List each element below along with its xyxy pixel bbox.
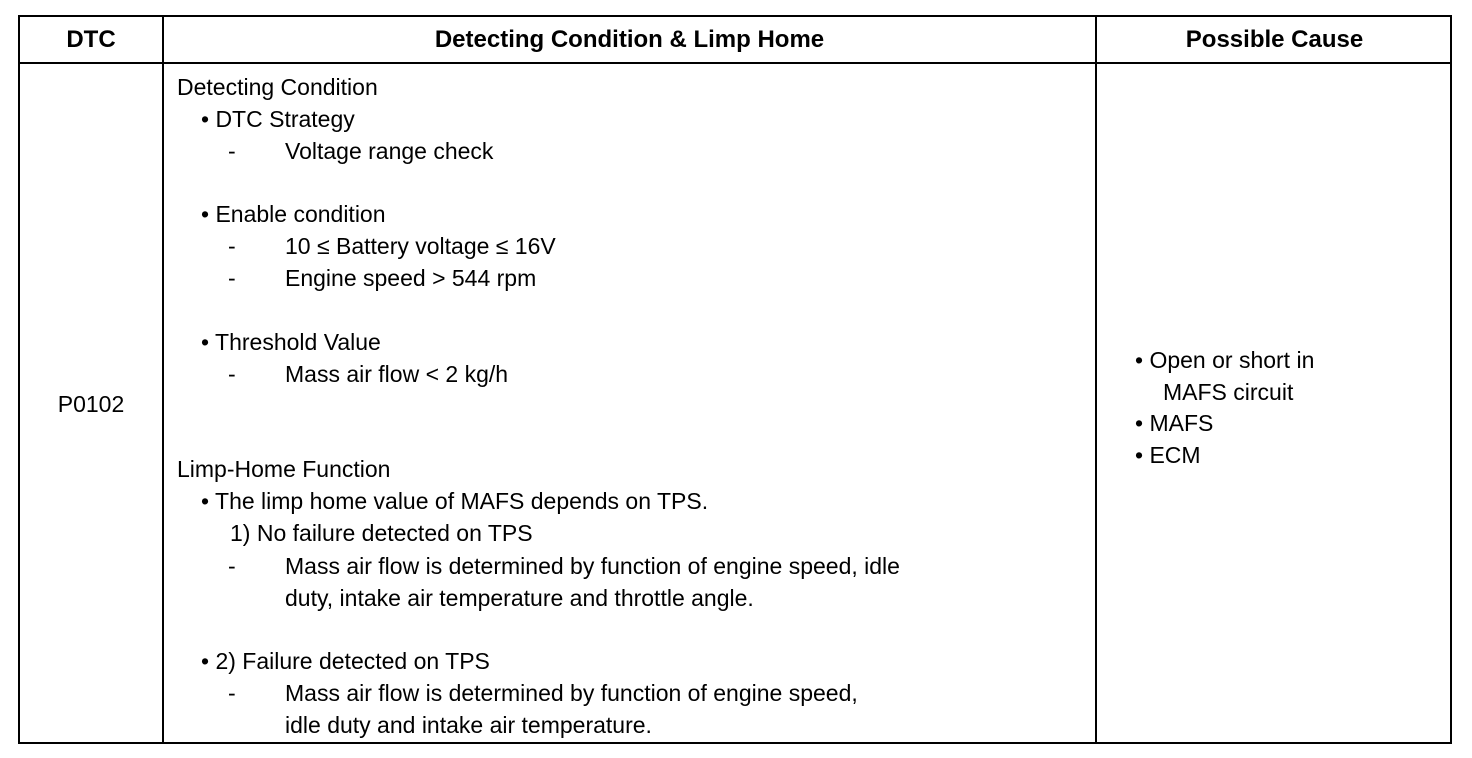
- dash: -: [228, 138, 236, 164]
- cause-item: • ECM: [1135, 442, 1201, 468]
- enable-condition-label: • Enable condition: [201, 201, 386, 227]
- limp-home-bullet: • The limp home value of MAFS depends on…: [201, 488, 709, 514]
- column-divider-1: [162, 17, 164, 742]
- case2-text-line1: Mass air flow is determined by function …: [285, 680, 858, 706]
- header-possible-cause: Possible Cause: [1185, 25, 1364, 53]
- threshold-item: Mass air flow < 2 kg/h: [285, 361, 509, 387]
- case1-title: 1) No failure detected on TPS: [230, 520, 533, 546]
- strategy-item: Voltage range check: [285, 138, 494, 164]
- limp-home-title: Limp-Home Function: [177, 456, 391, 482]
- case1-text-line1: Mass air flow is determined by function …: [285, 553, 900, 579]
- column-divider-2: [1095, 17, 1097, 742]
- dash: -: [228, 361, 236, 387]
- dash: -: [228, 680, 236, 706]
- threshold-value-label: • Threshold Value: [201, 329, 381, 355]
- dash: -: [228, 233, 236, 259]
- table-header-row: DTC Detecting Condition & Limp Home Poss…: [20, 17, 1450, 64]
- detecting-condition-title: Detecting Condition: [177, 74, 378, 100]
- cause-item: MAFS circuit: [1163, 379, 1294, 405]
- header-detecting-condition: Detecting Condition & Limp Home: [434, 25, 825, 53]
- header-dtc: DTC: [66, 25, 116, 53]
- dash: -: [228, 265, 236, 291]
- case2-text-line2: idle duty and intake air temperature.: [285, 712, 652, 738]
- cause-item: • MAFS: [1135, 410, 1214, 436]
- case1-text-line2: duty, intake air temperature and throttl…: [285, 585, 754, 611]
- case2-title: • 2) Failure detected on TPS: [201, 648, 490, 674]
- enable-item: 10 ≤ Battery voltage ≤ 16V: [285, 233, 556, 259]
- cause-item: • Open or short in: [1135, 347, 1315, 373]
- dtc-strategy-label: • DTC Strategy: [201, 106, 355, 132]
- dtc-table: DTC Detecting Condition & Limp Home Poss…: [18, 15, 1452, 744]
- dtc-code: P0102: [57, 391, 125, 417]
- enable-item: Engine speed > 544 rpm: [285, 265, 537, 291]
- dash: -: [228, 553, 236, 579]
